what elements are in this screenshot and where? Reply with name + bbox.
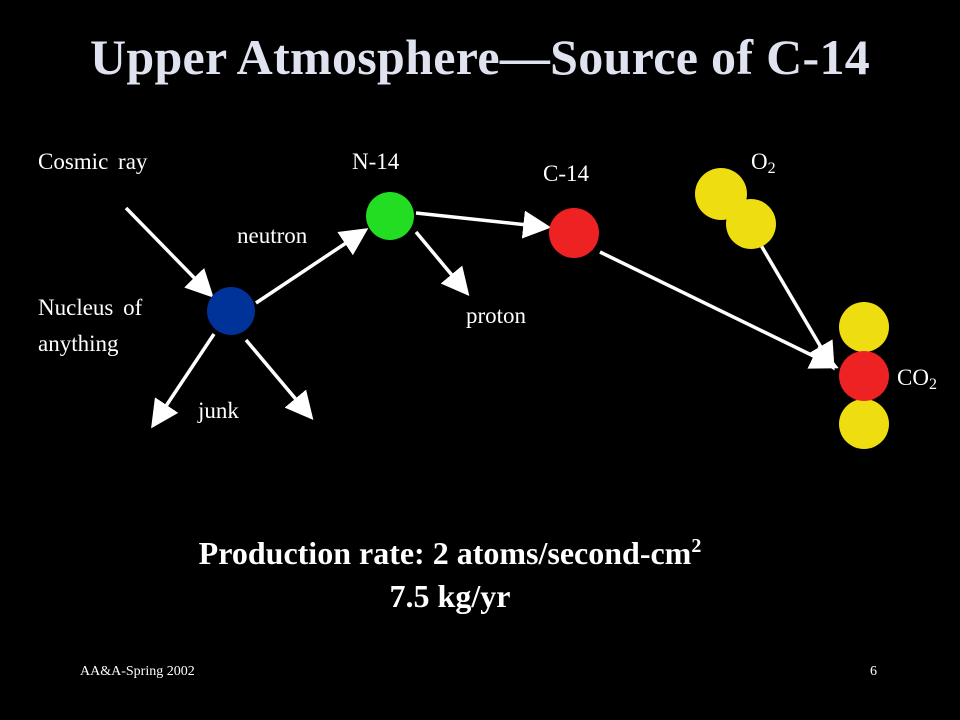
nucleus-label-line2: anything	[38, 331, 119, 356]
o2-to-co2-arrow	[750, 229, 835, 371]
nucleus-atom	[207, 287, 255, 335]
junk-label: junk	[198, 398, 239, 423]
nucleus-label-line1: Nucleus of	[38, 295, 143, 320]
n14-label: N-14	[352, 149, 400, 174]
o2-atom-lower	[726, 199, 776, 249]
co2-label: CO2	[897, 364, 937, 395]
neutron-label: neutron	[237, 223, 308, 248]
proton-arrow	[414, 230, 470, 297]
footer-course: AA&A-Spring 2002	[80, 664, 195, 679]
c14-label: C-14	[543, 161, 589, 186]
o2-label-base: O	[751, 149, 768, 174]
c14-to-co2-arrow	[599, 250, 839, 369]
c14-atom	[549, 208, 599, 258]
cosmic-ray-label: Cosmic ray	[38, 149, 148, 174]
proton-label: proton	[466, 303, 527, 328]
co2-carbon	[839, 351, 889, 401]
co2-oxygen-bottom	[839, 399, 889, 449]
production-rate-superscript: 2	[691, 535, 702, 557]
footer-page-number: 6	[870, 664, 877, 679]
co2-oxygen-top	[839, 302, 889, 352]
production-rate: Production rate: 2 atoms/second-cm2 7.5 …	[0, 532, 900, 618]
co2-label-subscript: 2	[928, 376, 937, 393]
n14-atom	[366, 192, 414, 240]
slide-title: Upper Atmosphere—Source of C-14	[89, 29, 871, 85]
neutron-arrow	[255, 228, 369, 305]
cosmic-ray-arrow	[124, 206, 214, 298]
production-mass-line: 7.5 kg/yr	[389, 578, 511, 615]
o2-label: O2	[751, 148, 776, 179]
production-rate-text: Production rate: 2 atoms/second-cm	[198, 535, 692, 571]
o2-label-subscript: 2	[767, 160, 776, 177]
co2-label-base: CO	[897, 365, 929, 390]
junk-arrow-left	[151, 333, 216, 429]
production-rate-line1: Production rate: 2 atoms/second-cm2	[0, 532, 900, 575]
junk-arrow-right	[244, 338, 314, 421]
n14-to-c14-arrow	[415, 210, 552, 239]
